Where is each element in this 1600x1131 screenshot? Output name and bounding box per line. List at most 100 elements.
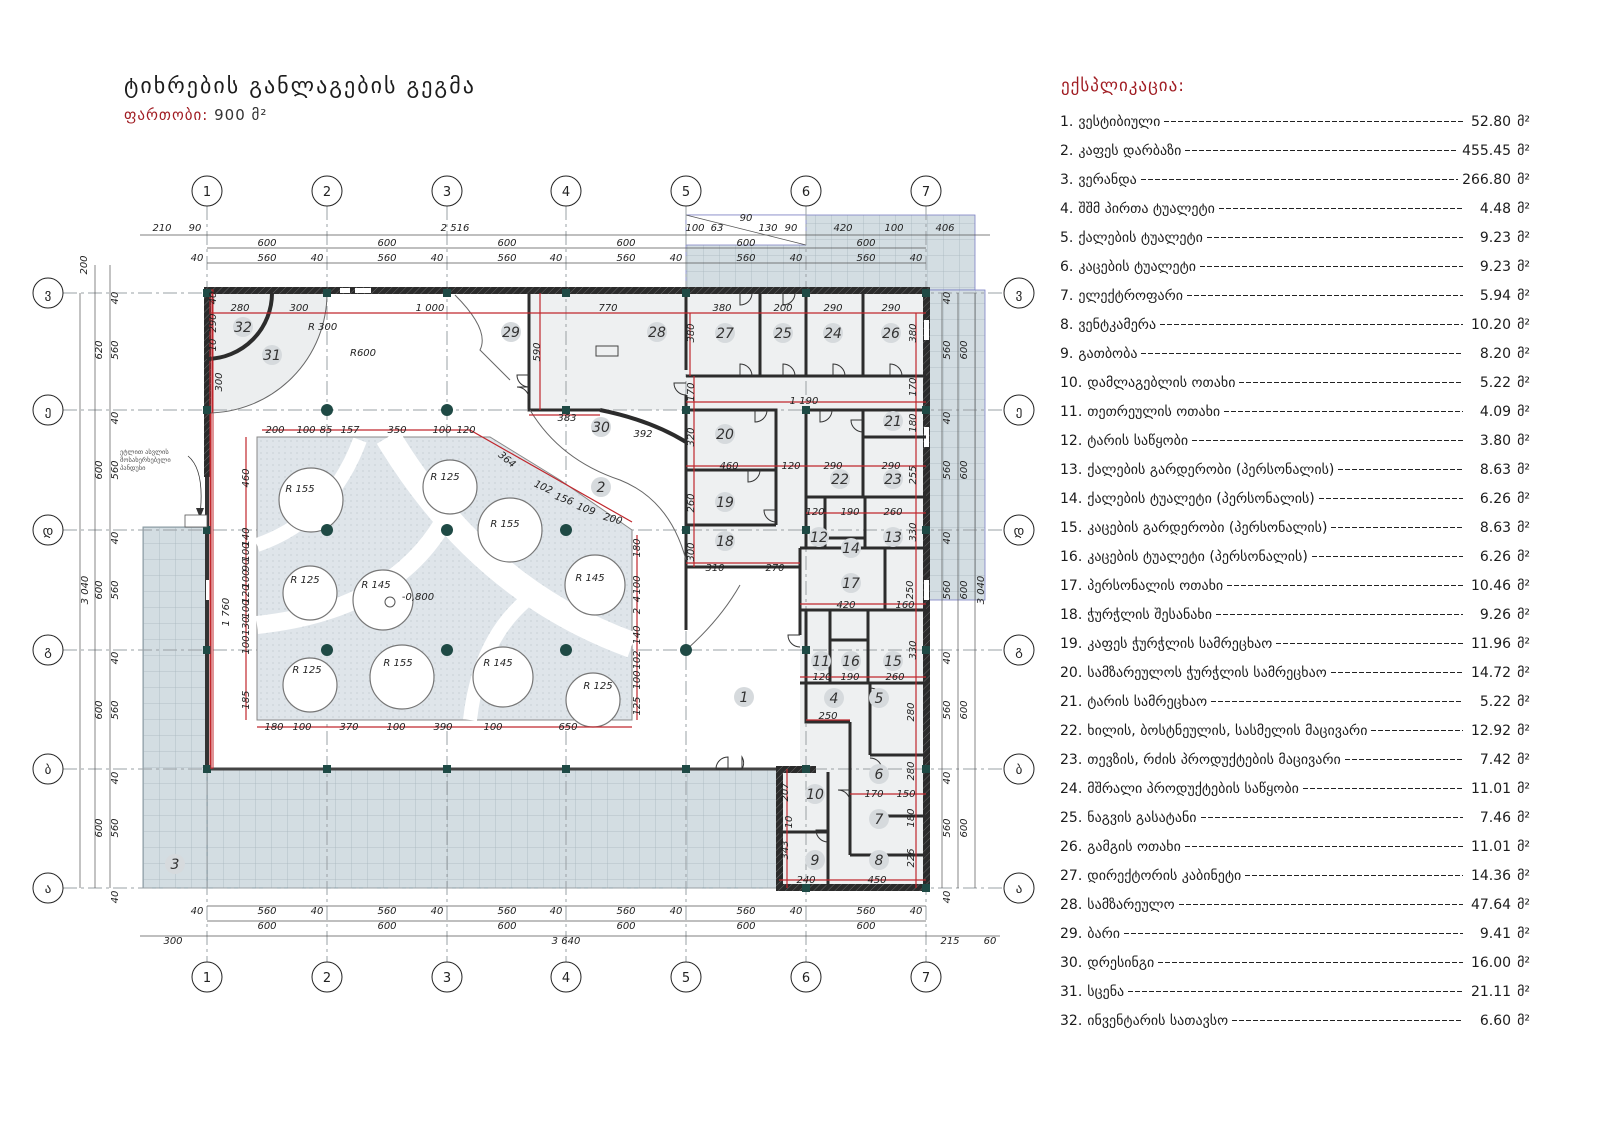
entrance-ramp bbox=[685, 584, 741, 651]
dimension-label: 560 bbox=[942, 340, 953, 359]
legend-item-unit: მ² bbox=[1517, 954, 1530, 971]
axis-column-label-circle bbox=[431, 175, 463, 207]
legend-item-area: 11.96 bbox=[1470, 635, 1512, 652]
dimension-label: 10 bbox=[208, 339, 219, 352]
axis-row-label-circle bbox=[1003, 277, 1035, 309]
legend-item-number: 27. bbox=[1060, 867, 1083, 884]
leader-dashes bbox=[1218, 208, 1464, 209]
axis-column-label: 7 bbox=[922, 185, 930, 200]
dimension-label: 3 040 bbox=[80, 576, 91, 605]
leader-dashes bbox=[1302, 788, 1464, 789]
room-marker bbox=[883, 411, 903, 431]
legend-item-area: 52.80 bbox=[1470, 113, 1512, 130]
dimension-label: 280 bbox=[230, 303, 249, 314]
legend-item-unit: მ² bbox=[1517, 867, 1530, 884]
seating-area bbox=[254, 430, 637, 728]
legend-item-area: 5.22 bbox=[1479, 693, 1512, 710]
room-number: 24 bbox=[824, 326, 842, 342]
dimension-label: 560 bbox=[856, 253, 875, 264]
leader-dashes bbox=[1227, 585, 1464, 586]
axis-column-label: 6 bbox=[802, 971, 810, 986]
dimension-label: 600 bbox=[959, 460, 970, 479]
legend-item-number: 28. bbox=[1060, 896, 1083, 913]
room-number: 10 bbox=[806, 787, 824, 803]
dimension-label: 150 bbox=[896, 789, 915, 800]
legend-item-unit: მ² bbox=[1517, 374, 1530, 391]
legend-item-area: 14.36 bbox=[1470, 867, 1512, 884]
dimension-label: 207 bbox=[780, 782, 791, 802]
axis-row-label-circle bbox=[32, 753, 64, 785]
ramp-note-line: მოსახერხებელი bbox=[120, 455, 171, 464]
legend-item-area: 7.42 bbox=[1479, 751, 1512, 768]
legend-item-name: ინვენტარის სათავსო bbox=[1087, 1012, 1229, 1029]
dimension-label: 560 bbox=[257, 906, 276, 917]
dimension-label: 350 bbox=[387, 425, 406, 436]
legend-item-number: 3. bbox=[1060, 171, 1074, 188]
radius-label: R 145 bbox=[483, 658, 512, 669]
dimension-label: 40 bbox=[110, 532, 121, 545]
legend-item-unit: მ² bbox=[1517, 287, 1530, 304]
axis-column-label: 3 bbox=[443, 971, 451, 986]
dimension-label: 600 bbox=[959, 818, 970, 837]
dimension-label: 190 bbox=[840, 507, 859, 518]
room-marker bbox=[591, 417, 611, 437]
dimension-label: 40 bbox=[790, 253, 803, 264]
legend-item-number: 6. bbox=[1060, 258, 1074, 275]
dimension-label: 600 bbox=[736, 238, 755, 249]
legend-item-number: 32. bbox=[1060, 1012, 1083, 1029]
dimension-label: 620 bbox=[94, 340, 105, 359]
ramp-note: ეტლით ასვლის მოსახერხებელი პანდუსი bbox=[120, 448, 208, 528]
dimension-label: 600 bbox=[377, 921, 396, 932]
radius-label: R 145 bbox=[575, 573, 604, 584]
dimension-label: 215 bbox=[940, 936, 959, 947]
dimension-label: 90 bbox=[740, 213, 753, 224]
dimension-label: 2 516 bbox=[441, 223, 470, 234]
legend-item-name: ტარის საწყობი bbox=[1087, 432, 1189, 449]
leader-dashes bbox=[1185, 150, 1459, 151]
dimension-label: 310 bbox=[705, 563, 724, 574]
dimension-label: 200 bbox=[79, 255, 90, 274]
room-marker bbox=[809, 527, 829, 547]
room-number: 28 bbox=[648, 325, 666, 341]
dimension-label: 560 bbox=[257, 253, 276, 264]
dimension-label: 600 bbox=[94, 580, 105, 599]
legend-item-number: 17. bbox=[1060, 577, 1083, 594]
legend-item-number: 26. bbox=[1060, 838, 1083, 855]
leader-dashes bbox=[1344, 759, 1464, 760]
axis-row-label-circle bbox=[1003, 514, 1035, 546]
room-number: 5 bbox=[875, 691, 884, 707]
legend-item-number: 25. bbox=[1060, 809, 1083, 826]
room-number: 11 bbox=[812, 654, 830, 670]
radius-label: R 125 bbox=[430, 472, 459, 483]
dimension-label: 300 bbox=[214, 372, 225, 391]
room-marker bbox=[165, 854, 185, 874]
dimension-label: 40 bbox=[942, 891, 953, 904]
radius-label: R 125 bbox=[292, 665, 321, 676]
legend-item-unit: მ² bbox=[1517, 664, 1530, 681]
axis-row-label: ა bbox=[45, 882, 52, 897]
dimension-label: 420 bbox=[833, 223, 852, 234]
legend-item-number: 4. bbox=[1060, 200, 1074, 217]
dimension-label: 200 bbox=[602, 512, 623, 528]
radius-label: R 155 bbox=[383, 658, 412, 669]
room-marker bbox=[805, 850, 825, 870]
axis-column-label-circle bbox=[311, 175, 343, 207]
room-marker bbox=[811, 651, 831, 671]
legend-item-number: 7. bbox=[1060, 287, 1074, 304]
axis-column-label-circle bbox=[431, 961, 463, 993]
axis-row-label-circle bbox=[32, 394, 64, 426]
dimension-label: 120 bbox=[812, 672, 831, 683]
room-number: 3 bbox=[171, 857, 180, 873]
dimension-label: 40 bbox=[942, 772, 953, 785]
dimension-label: 40 bbox=[910, 253, 923, 264]
dimension-label: 380 bbox=[712, 303, 731, 314]
leader-dashes bbox=[1239, 382, 1464, 383]
dimension-label: 85 bbox=[320, 425, 333, 436]
room-marker bbox=[823, 323, 843, 343]
dimension-label: 560 bbox=[942, 700, 953, 719]
